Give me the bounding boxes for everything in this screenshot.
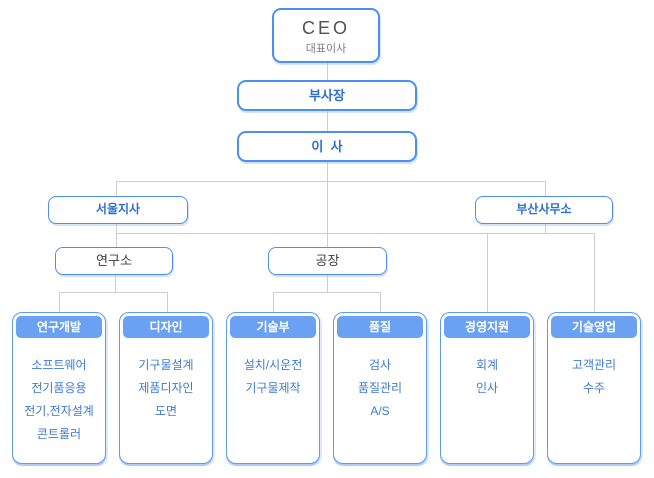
- dept-item: 수주: [582, 381, 606, 395]
- dept-header: 기술부: [230, 316, 316, 338]
- connector-line: [167, 292, 168, 314]
- connector-line: [116, 181, 545, 182]
- dept-item: 인사: [475, 381, 499, 395]
- dept-item-list: 회계 인사: [441, 354, 533, 400]
- dept-quality: 품질 검사 품질관리 A/S: [333, 312, 427, 464]
- dept-item: 콘트롤러: [36, 427, 82, 441]
- connector-line: [545, 224, 546, 233]
- dept-item: A/S: [370, 404, 390, 418]
- dept-item: 기구물설계: [138, 358, 194, 372]
- dept-management-support: 경영지원 회계 인사: [440, 312, 534, 464]
- connector-line: [327, 111, 328, 131]
- connector-line: [487, 233, 488, 314]
- ceo-title: CEO: [301, 18, 350, 38]
- dept-item: 검사: [368, 358, 392, 372]
- dept-item-list: 기구물설계 제품디자인 도면: [120, 354, 212, 423]
- dept-item: 도면: [154, 404, 178, 418]
- node-factory: 공장: [268, 247, 387, 275]
- connector-line: [116, 181, 117, 196]
- dept-item: 고객관리: [571, 358, 617, 372]
- node-research-center: 연구소: [55, 247, 173, 275]
- ceo-subtitle: 대표이사: [305, 43, 347, 55]
- connector-line: [116, 233, 594, 234]
- connector-line: [594, 233, 595, 314]
- connector-line: [116, 224, 117, 248]
- dept-item-list: 소프트웨어 전기품응용 전기,전자설계 콘트롤러: [13, 354, 105, 446]
- dept-item: 제품디자인: [138, 381, 194, 395]
- connector-line: [327, 62, 328, 81]
- connector-line: [59, 292, 167, 293]
- node-seoul-branch: 서울지사: [48, 196, 188, 224]
- dept-item: 기구물제작: [245, 381, 301, 395]
- connector-line: [273, 292, 380, 293]
- dept-item: 전기,전자설계: [24, 404, 94, 418]
- node-busan-office: 부산사무소: [475, 196, 613, 224]
- dept-header: 디자인: [123, 316, 209, 338]
- connector-line: [273, 292, 274, 314]
- connector-line: [59, 292, 60, 314]
- dept-item: 설치/시운전: [243, 358, 303, 372]
- dept-design: 디자인 기구물설계 제품디자인 도면: [119, 312, 213, 464]
- dept-header: 품질: [337, 316, 423, 338]
- dept-item-list: 고객관리 수주: [548, 354, 640, 400]
- dept-item: 회계: [475, 358, 499, 372]
- dept-header: 기술영업: [551, 316, 637, 338]
- dept-item: 소프트웨어: [31, 358, 87, 372]
- connector-line: [327, 162, 328, 248]
- node-director: 이 사: [237, 131, 417, 162]
- dept-research-dev: 연구개발 소프트웨어 전기품응용 전기,전자설계 콘트롤러: [12, 312, 106, 464]
- node-vice-president: 부사장: [237, 80, 417, 111]
- dept-header: 연구개발: [16, 316, 102, 338]
- dept-item: 전기품응용: [31, 381, 87, 395]
- connector-line: [380, 292, 381, 314]
- dept-item-list: 설치/시운전 기구물제작: [227, 354, 319, 400]
- node-ceo: CEO 대표이사: [272, 8, 380, 63]
- connector-line: [545, 181, 546, 196]
- dept-tech-sales: 기술영업 고객관리 수주: [547, 312, 641, 464]
- connector-line: [115, 275, 116, 292]
- dept-engineering: 기술부 설치/시운전 기구물제작: [226, 312, 320, 464]
- dept-header: 경영지원: [444, 316, 530, 338]
- dept-item: 품질관리: [357, 381, 403, 395]
- dept-item-list: 검사 품질관리 A/S: [334, 354, 426, 423]
- connector-line: [327, 275, 328, 292]
